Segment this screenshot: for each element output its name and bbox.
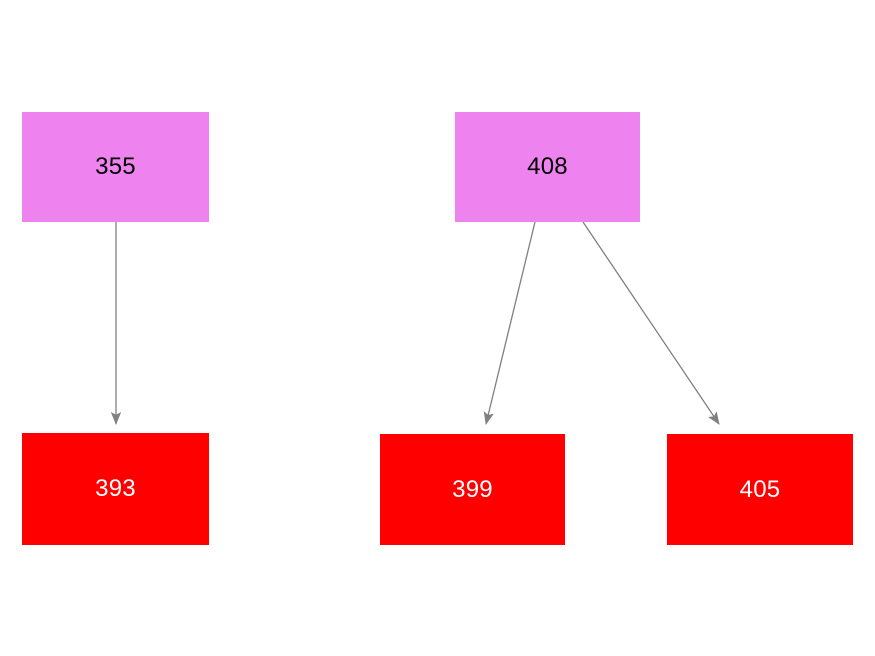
node-355[interactable]: 355 <box>22 112 209 222</box>
node-393[interactable]: 393 <box>22 433 209 545</box>
node-405[interactable]: 405 <box>667 434 853 545</box>
edge-line <box>582 221 720 425</box>
edge-408-to-399 <box>483 221 536 426</box>
node-label: 408 <box>527 153 568 180</box>
node-408[interactable]: 408 <box>455 112 640 222</box>
node-label: 399 <box>452 475 493 503</box>
edge-408-to-405 <box>582 221 720 425</box>
node-label: 405 <box>739 475 781 503</box>
node-label: 355 <box>95 153 136 180</box>
edge-line <box>483 221 536 426</box>
node-label: 393 <box>95 475 136 502</box>
node-399[interactable]: 399 <box>380 434 565 545</box>
